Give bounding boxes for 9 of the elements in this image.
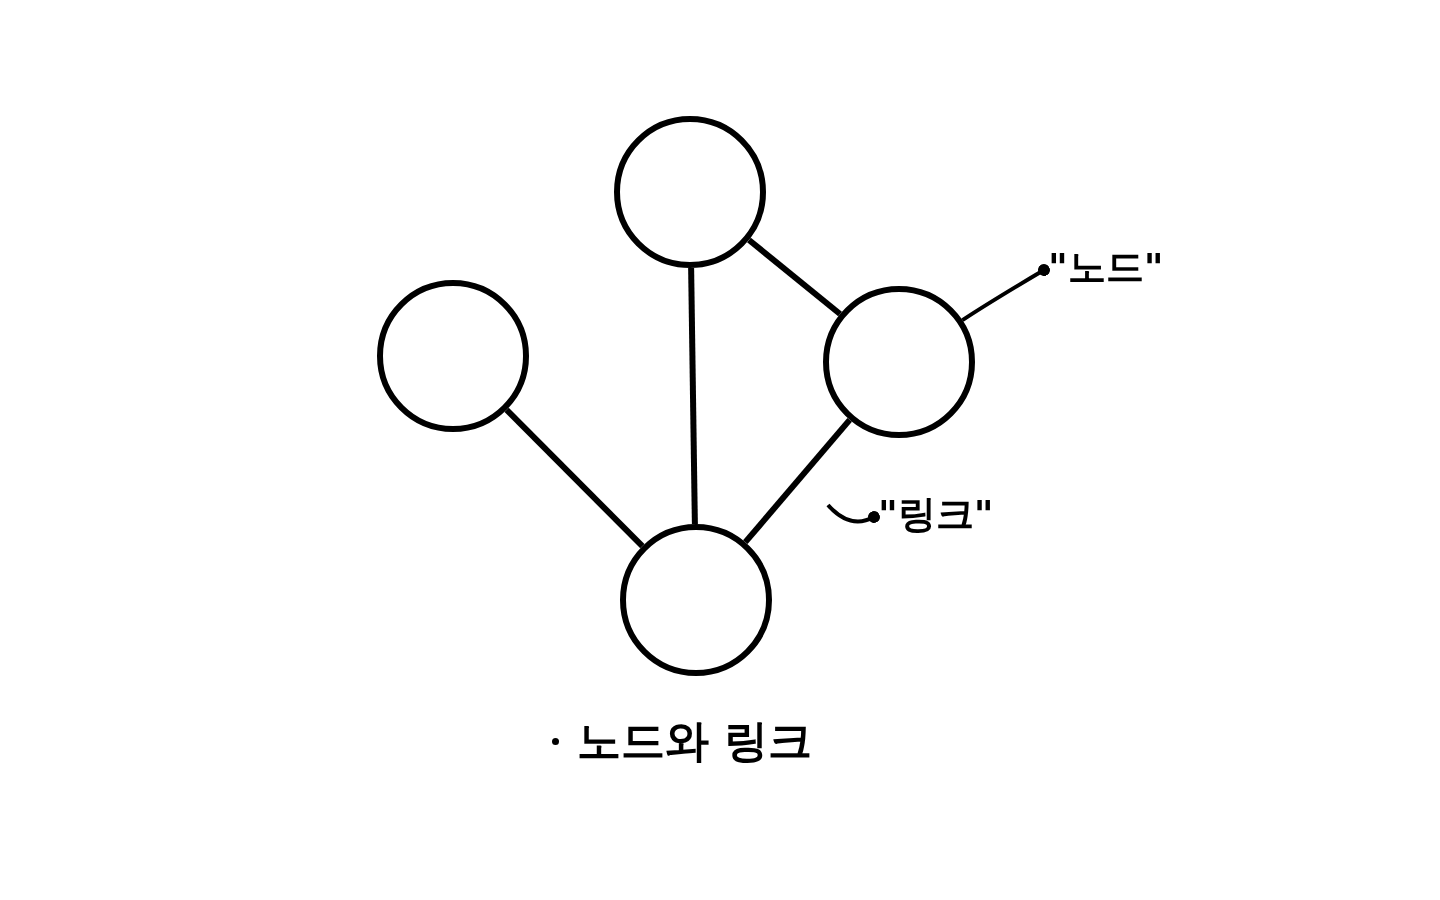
leader-line [826, 503, 880, 524]
leader-line [961, 264, 1050, 322]
link-line [688, 267, 698, 525]
annotation-text: "링크" [878, 492, 994, 538]
link-line [743, 417, 852, 545]
link-line [747, 237, 842, 317]
annotation-text: "노드" [1048, 245, 1164, 291]
link-line [504, 407, 645, 549]
note-text: 노드와 링크 [577, 714, 813, 768]
